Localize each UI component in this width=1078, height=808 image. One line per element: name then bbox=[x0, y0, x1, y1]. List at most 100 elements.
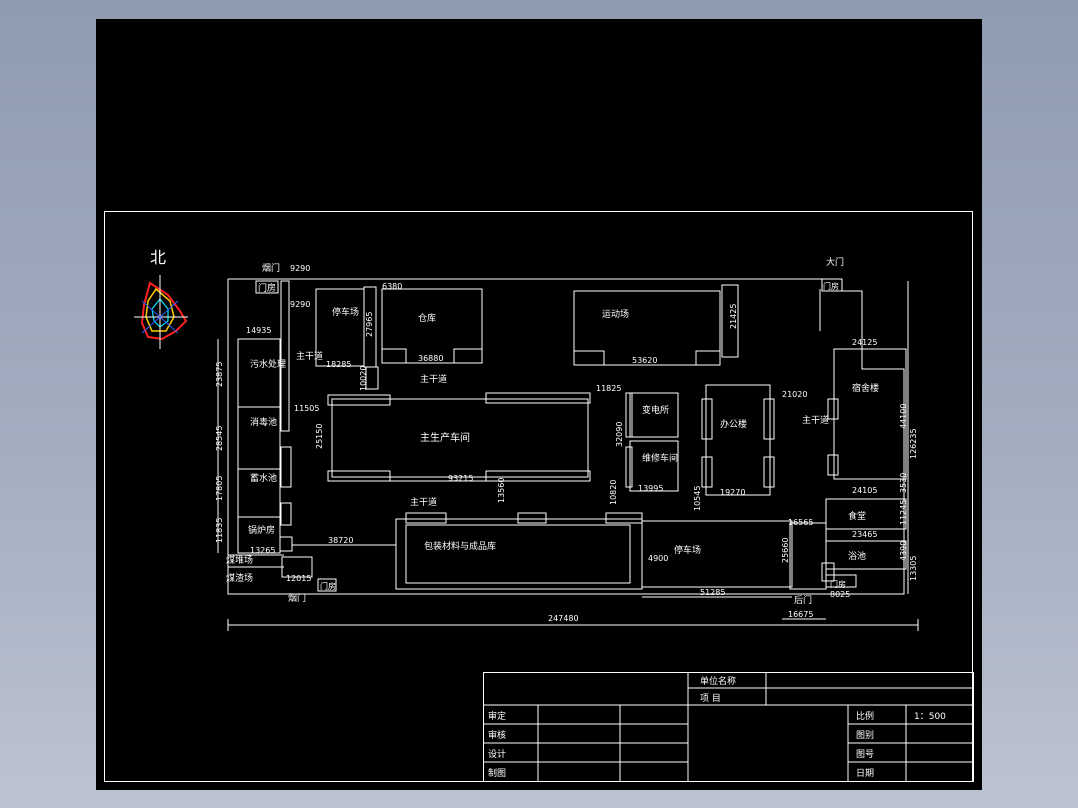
packaging-warehouse-outline bbox=[395, 518, 643, 590]
dim-44100: 44100 bbox=[899, 404, 908, 429]
dim-21020: 21020 bbox=[782, 390, 807, 399]
warehouse-outline bbox=[381, 288, 483, 364]
dim-10545: 10545 bbox=[693, 486, 702, 511]
dim-11245: 11245 bbox=[899, 500, 908, 525]
north-arrow bbox=[134, 275, 188, 349]
sewage-treatment-outline bbox=[237, 338, 281, 408]
dim-9290b: 9290 bbox=[290, 300, 310, 309]
dim-19270: 19270 bbox=[720, 488, 745, 497]
label-main-road-left: 主干道 bbox=[296, 350, 323, 362]
label-office: 办公楼 bbox=[720, 418, 747, 430]
dim-28545: 28545 bbox=[215, 426, 224, 451]
dim-8025: 8025 bbox=[830, 590, 850, 599]
tb-drawn: 制图 bbox=[488, 767, 506, 779]
label-houmen: 后门 bbox=[794, 594, 812, 606]
dim-247480: 247480 bbox=[548, 614, 579, 623]
label-menfang-top: 门房 bbox=[258, 282, 276, 294]
drawing-frame bbox=[104, 211, 973, 782]
dim-24125: 24125 bbox=[852, 338, 877, 347]
tb-reviewed: 审定 bbox=[488, 710, 506, 722]
tb-scale-value: 1：500 bbox=[914, 712, 946, 722]
dim-4900: 4900 bbox=[648, 554, 668, 563]
label-packaging: 包装材料与成品库 bbox=[424, 540, 496, 552]
gatehouse-top-left bbox=[255, 280, 279, 294]
dim-9290a: 9290 bbox=[290, 264, 310, 273]
label-warehouse: 仓库 bbox=[418, 312, 436, 324]
cad-drawing: 北 烟门 门房 大门 门房 停车场 仓库 运动场 主干道 主干道 主干道 主干道… bbox=[104, 211, 974, 782]
office-wing-right bbox=[763, 398, 775, 440]
dormitory-wing-b bbox=[827, 454, 839, 476]
compass-ray-b bbox=[141, 300, 179, 334]
production-annex-b bbox=[485, 392, 591, 404]
office-outline bbox=[705, 384, 771, 496]
label-sewage: 污水处理 bbox=[250, 358, 286, 370]
dim-93215: 93215 bbox=[448, 474, 473, 483]
label-repair-shop: 维修车间 bbox=[642, 452, 678, 464]
dim-14935: 14935 bbox=[246, 326, 271, 335]
dim-21425: 21425 bbox=[729, 304, 738, 329]
label-substation: 变电所 bbox=[642, 404, 669, 416]
packaging-warehouse-inner bbox=[405, 524, 631, 584]
label-slag-yard: 煤渣场 bbox=[226, 572, 253, 584]
production-annex-c bbox=[327, 470, 391, 482]
tb-category-label: 图别 bbox=[856, 730, 874, 741]
left-hatch-boiler bbox=[280, 502, 292, 526]
label-bath: 浴池 bbox=[848, 550, 866, 562]
dim-24105: 24105 bbox=[852, 486, 877, 495]
title-block bbox=[483, 672, 974, 782]
substation-outline bbox=[629, 392, 679, 438]
dim-23875: 23875 bbox=[215, 362, 224, 387]
dim-16565: 16565 bbox=[788, 518, 813, 527]
dim-11825: 11825 bbox=[596, 384, 621, 393]
left-hatch-column bbox=[280, 280, 290, 432]
compass-red-ring bbox=[140, 281, 188, 341]
office-wing-left-b bbox=[701, 456, 713, 488]
label-main-road-top: 主干道 bbox=[420, 373, 447, 385]
tb-scale-label: 比例 bbox=[856, 710, 874, 722]
tb-number-label: 图号 bbox=[856, 749, 874, 760]
dim-13305: 13305 bbox=[909, 556, 918, 581]
disinfection-pool-outline bbox=[237, 406, 281, 470]
label-dormitory: 宿舍楼 bbox=[852, 382, 879, 394]
label-boiler: 锅炉房 bbox=[248, 524, 275, 536]
production-annex-a bbox=[327, 394, 391, 406]
dim-12015: 12015 bbox=[286, 574, 311, 583]
dormitory-wing-a bbox=[827, 398, 839, 420]
dim-38720: 38720 bbox=[328, 536, 353, 545]
left-hatch-lower bbox=[280, 446, 292, 488]
dim-10020: 10020 bbox=[359, 366, 368, 391]
office-wing-right-b bbox=[763, 456, 775, 488]
sports-dock-b bbox=[695, 350, 721, 366]
drawing-sheet: 北 烟门 门房 大门 门房 停车场 仓库 运动场 主干道 主干道 主干道 主干道… bbox=[96, 19, 982, 790]
sports-hatch bbox=[721, 284, 739, 358]
office-wing-left bbox=[701, 398, 713, 440]
repair-shop-wing bbox=[625, 446, 633, 488]
dim-13265: 13265 bbox=[250, 546, 275, 555]
label-yanmen-bottom: 烟门 bbox=[288, 592, 306, 604]
label-sports: 运动场 bbox=[602, 309, 629, 320]
dim-16675: 16675 bbox=[788, 610, 813, 619]
label-main-road-mid: 主干道 bbox=[410, 496, 437, 508]
canteen-outline bbox=[825, 498, 907, 530]
label-parking-bottom: 停车场 bbox=[674, 544, 701, 556]
parking-top-outline bbox=[315, 288, 365, 367]
site-boundary bbox=[227, 278, 905, 595]
dim-53620: 53620 bbox=[632, 356, 657, 365]
dim-3530: 3530 bbox=[899, 473, 908, 493]
label-main-road-right: 主干道 bbox=[802, 414, 829, 426]
tb-date-label: 日期 bbox=[856, 768, 874, 779]
label-parking-top: 停车场 bbox=[332, 306, 359, 318]
dim-4390: 4390 bbox=[899, 541, 908, 561]
dim-18285: 18285 bbox=[326, 360, 351, 369]
label-canteen: 食堂 bbox=[848, 510, 866, 522]
sports-dock-a bbox=[573, 350, 605, 366]
dim-13560: 13560 bbox=[497, 478, 506, 503]
label-disinfect: 消毒池 bbox=[250, 416, 277, 428]
dim-32090: 32090 bbox=[615, 422, 624, 447]
tb-unit-name-label: 单位名称 bbox=[700, 675, 736, 687]
dim-27965: 27965 bbox=[365, 312, 374, 337]
label-menfang-bottom-right: 门房 bbox=[830, 579, 846, 589]
dim-126235: 126235 bbox=[909, 428, 918, 459]
north-label: 北 bbox=[150, 248, 166, 267]
boiler-annex bbox=[279, 536, 293, 552]
